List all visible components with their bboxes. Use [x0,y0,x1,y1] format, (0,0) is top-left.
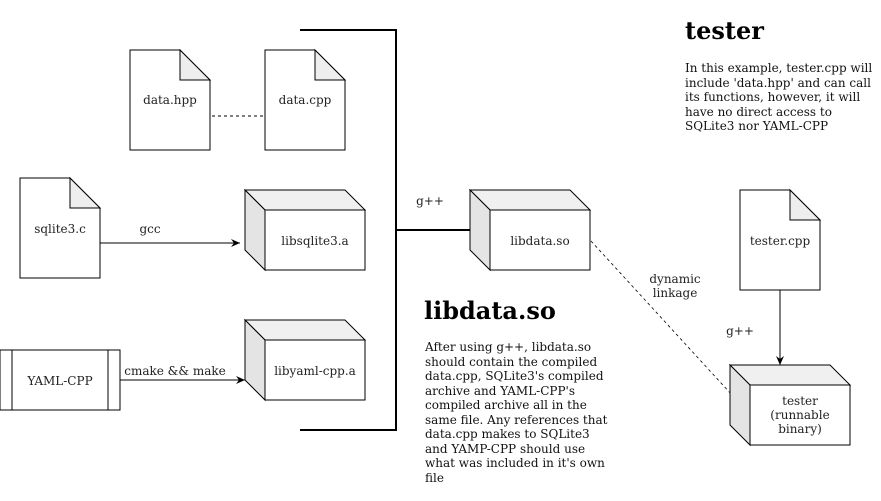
file-data-hpp-label: data.hpp [143,93,197,107]
gpp-lib-label: g++ [416,194,444,208]
dynamic-label-line2: linkage [653,286,698,300]
dynamic-label-line1: dynamic [649,272,701,286]
libdata-note-title: libdata.so [424,296,556,325]
dynamic-linkage-line [590,240,733,396]
file-tester-cpp-label: tester.cpp [750,234,811,248]
file-tester-cpp[interactable]: tester.cpp [739,188,822,291]
gcc-label: gcc [139,222,160,236]
binary-tester-label-2: (runnable [770,408,829,422]
gpp-tester-label: g++ [726,324,754,338]
lib-libsqlite3-a-label: libsqlite3.a [281,234,348,248]
lib-libyaml-cpp-a-label: libyaml-cpp.a [274,364,356,378]
binary-tester-label-1: tester [782,394,818,408]
source-yaml-cpp[interactable]: YAML-CPP [0,349,121,411]
file-data-cpp[interactable]: data.cpp [264,48,347,151]
lib-libdata-so[interactable]: libdata.so [468,188,592,272]
lib-libyaml-cpp-a[interactable]: libyaml-cpp.a [243,318,367,402]
file-sqlite3-c[interactable]: sqlite3.c [19,176,102,279]
file-data-hpp[interactable]: data.hpp [129,48,212,151]
source-yaml-cpp-label: YAML-CPP [26,374,92,388]
binary-tester[interactable]: tester (runnable binary) [728,363,852,447]
binary-tester-label-3: binary) [778,422,822,436]
tester-note-body: In this example, tester.cpp will include… [685,61,873,133]
cmake-label: cmake && make [124,364,226,378]
tester-note-title: tester [685,16,764,45]
file-sqlite3-c-label: sqlite3.c [34,222,86,236]
lib-libsqlite3-a[interactable]: libsqlite3.a [243,188,367,272]
libdata-note-body: After using g++, libdata.so should conta… [425,340,608,485]
lib-libdata-so-label: libdata.so [510,234,569,248]
file-data-cpp-label: data.cpp [279,93,332,107]
